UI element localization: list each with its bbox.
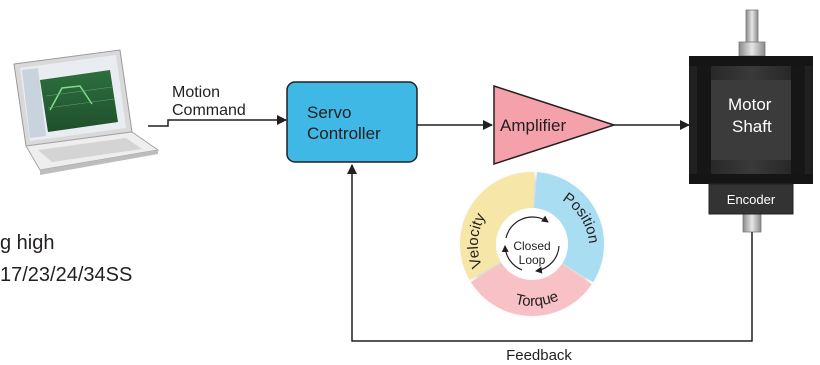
motion-command-arrow (148, 115, 287, 127)
laptop-illustration (13, 49, 160, 175)
velocity-segment (460, 171, 535, 280)
amplifier-triangle (493, 84, 617, 166)
encoder-label: Encoder (727, 192, 776, 207)
servo-controller-label-line2: Controller (307, 124, 381, 143)
motor-illustration (689, 9, 813, 233)
torque-segment (470, 263, 592, 316)
torque-label: Torque (514, 288, 561, 310)
closed-loop-ring (454, 166, 610, 322)
motor-label-line2: Shaft (732, 117, 772, 136)
cropped-side-text-line1: g high (0, 232, 55, 254)
closed-loop-label-line1: Closed (513, 239, 550, 253)
feedback-label: Feedback (506, 347, 572, 364)
motion-command-label-line1: Motion (172, 84, 220, 101)
position-segment (534, 172, 604, 283)
motor-label-line1: Motor (728, 95, 772, 114)
closed-loop-label-line2: Loop (519, 253, 546, 267)
motion-command-label-line2: Command (172, 102, 246, 119)
amplifier-label: Amplifier (500, 116, 566, 135)
encoder-box (708, 183, 794, 215)
servo-controller-box (286, 81, 418, 163)
servo-controller-label-line1: Servo (307, 103, 351, 122)
feedback-path-arrow (347, 164, 753, 342)
cropped-side-text-line2: 17/23/24/34SS (0, 264, 133, 286)
